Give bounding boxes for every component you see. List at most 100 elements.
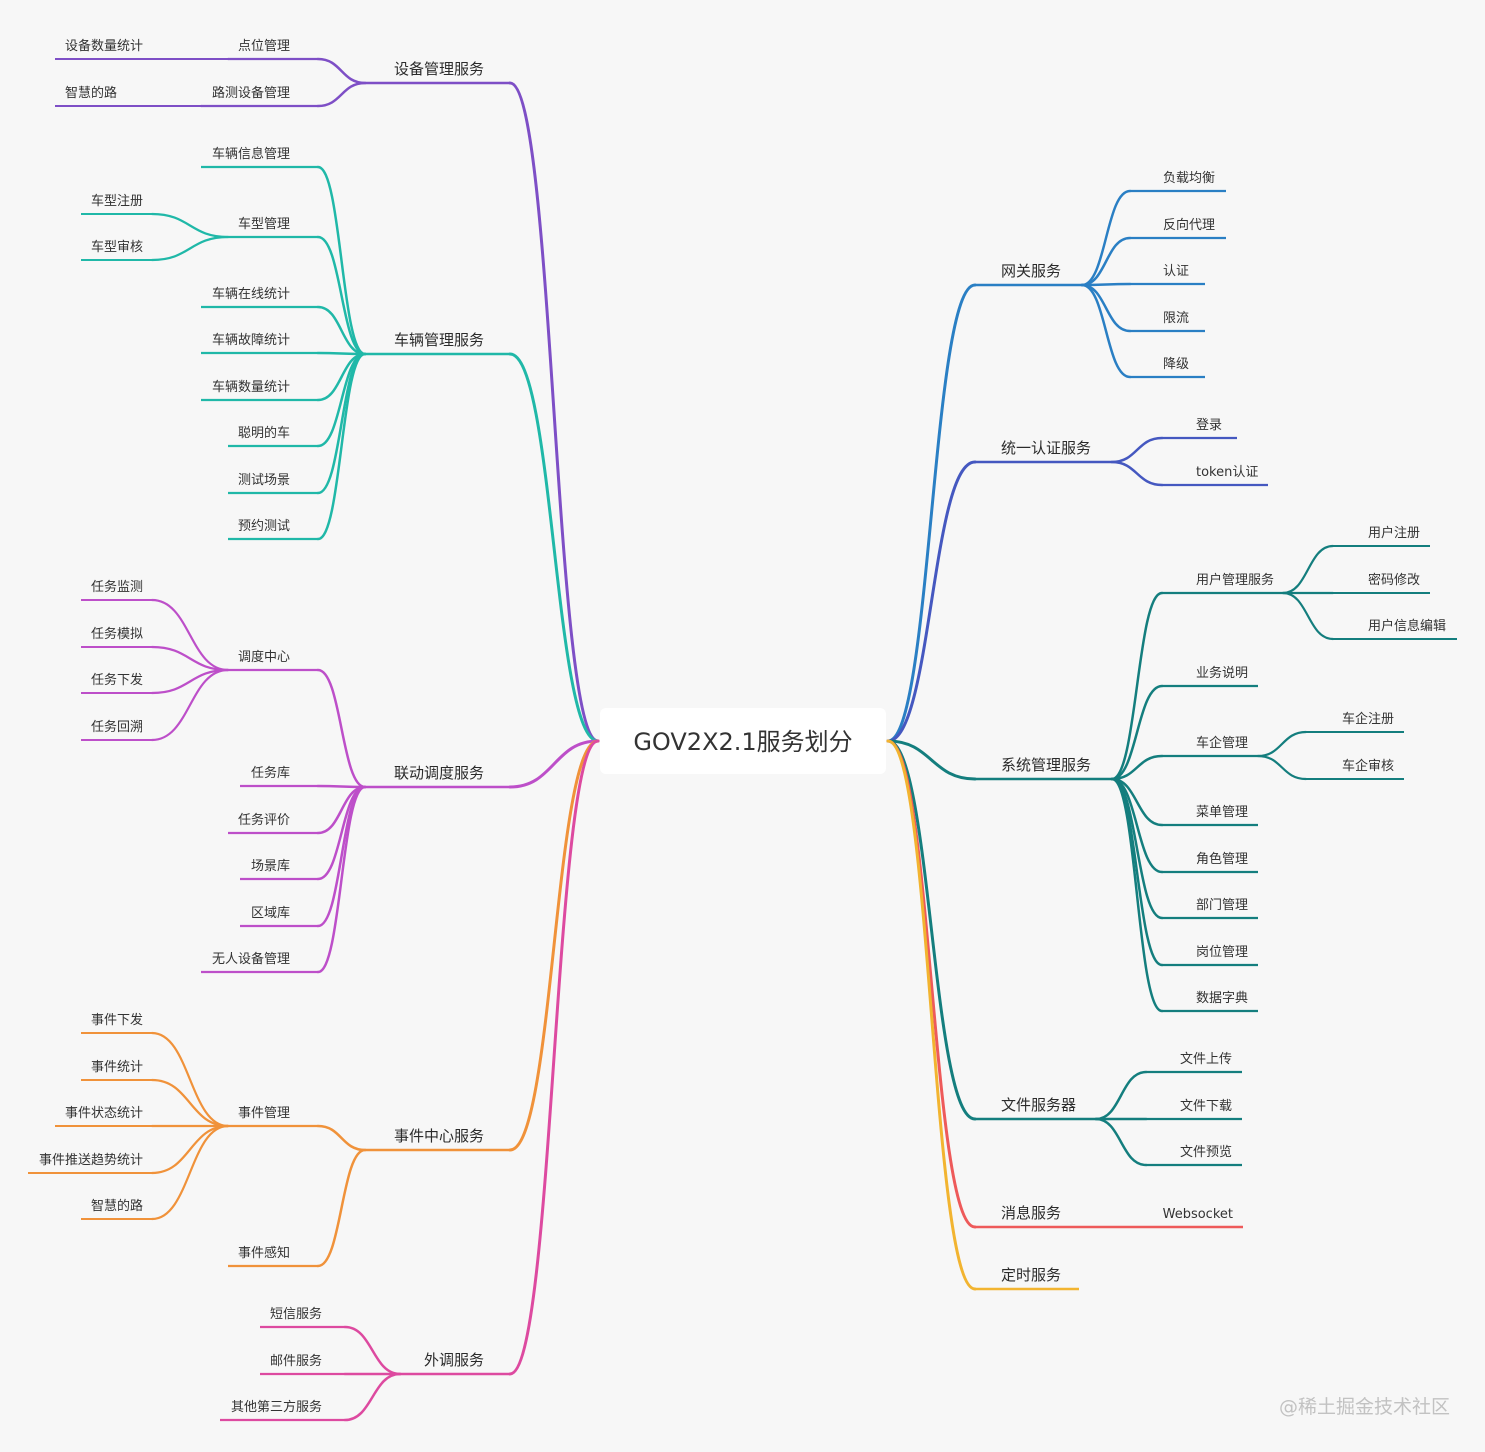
leaf-connector bbox=[150, 668, 230, 742]
sub-node-label[interactable]: 事件管理 bbox=[238, 1106, 290, 1121]
sub-node-label[interactable]: 文件上传 bbox=[1180, 1052, 1232, 1067]
main-branch-label[interactable]: 网关服务 bbox=[1001, 262, 1061, 280]
sub-node-label[interactable]: 登录 bbox=[1196, 418, 1222, 433]
sub-node-label[interactable]: 文件预览 bbox=[1180, 1144, 1232, 1160]
sub-node-label[interactable]: token认证 bbox=[1196, 465, 1258, 480]
leaf-node-label[interactable]: 事件下发 bbox=[91, 1012, 143, 1028]
sub-node-label[interactable]: 车辆故障统计 bbox=[212, 332, 290, 348]
main-branch-connector bbox=[886, 739, 977, 1291]
leaf-node-label[interactable]: 事件状态统计 bbox=[65, 1106, 143, 1121]
leaf-node-label[interactable]: 任务监测 bbox=[91, 579, 143, 595]
main-branch-connector bbox=[508, 739, 600, 1152]
sub-node-label[interactable]: 反向代理 bbox=[1163, 217, 1215, 233]
sub-branch-connector bbox=[1110, 754, 1164, 781]
sub-branch-connector bbox=[316, 352, 367, 448]
sub-branch-connector bbox=[316, 235, 367, 356]
root-node[interactable]: GOV2X2.1服务划分 bbox=[600, 708, 886, 774]
sub-node-label[interactable]: 部门管理 bbox=[1196, 898, 1248, 913]
leaf-connector bbox=[1281, 544, 1335, 595]
main-branch-label[interactable]: 定时服务 bbox=[1001, 1266, 1061, 1284]
leaf-connector bbox=[1256, 730, 1308, 758]
sub-branch-connector bbox=[1080, 189, 1132, 287]
sub-node-label[interactable]: 路测设备管理 bbox=[212, 85, 290, 101]
sub-node-label[interactable]: 聪明的车 bbox=[238, 425, 290, 441]
sub-node-label[interactable]: 任务评价 bbox=[238, 812, 290, 828]
sub-node-label[interactable]: 菜单管理 bbox=[1196, 805, 1248, 820]
sub-node-label[interactable]: 预约测试 bbox=[238, 519, 290, 534]
sub-node-label[interactable]: 无人设备管理 bbox=[212, 951, 290, 967]
main-branch-label[interactable]: 消息服务 bbox=[1001, 1204, 1061, 1222]
leaf-node-label[interactable]: 事件统计 bbox=[91, 1060, 143, 1075]
sub-branch-connector bbox=[1080, 282, 1132, 287]
sub-node-label[interactable]: 岗位管理 bbox=[1196, 945, 1248, 960]
leaf-connector bbox=[150, 1124, 230, 1175]
leaf-node-label[interactable]: 事件推送趋势统计 bbox=[39, 1152, 143, 1168]
sub-branch-connector bbox=[316, 351, 367, 356]
sub-branch-connector bbox=[343, 1325, 402, 1376]
sub-node-label[interactable]: 文件下载 bbox=[1180, 1099, 1232, 1114]
sub-node-label[interactable]: 调度中心 bbox=[238, 649, 290, 665]
main-branch-label[interactable]: 车辆管理服务 bbox=[394, 331, 484, 349]
sub-node-label[interactable]: 车辆在线统计 bbox=[212, 286, 290, 302]
sub-node-label[interactable]: 任务库 bbox=[251, 765, 290, 781]
sub-node-label[interactable]: 点位管理 bbox=[238, 39, 290, 54]
sub-node-label[interactable]: 车辆数量统计 bbox=[212, 379, 290, 395]
sub-node-label[interactable]: 短信服务 bbox=[270, 1306, 322, 1322]
connector-layer bbox=[28, 57, 1457, 1422]
sub-node-label[interactable]: 其他第三方服务 bbox=[231, 1399, 322, 1415]
main-branch-connector bbox=[886, 460, 977, 743]
sub-branch-connector bbox=[316, 165, 367, 356]
leaf-node-label[interactable]: 车型审核 bbox=[91, 239, 143, 255]
sub-node-label[interactable]: 业务说明 bbox=[1196, 665, 1248, 681]
main-branch-label[interactable]: 设备管理服务 bbox=[394, 60, 484, 78]
leaf-node-label[interactable]: 用户信息编辑 bbox=[1368, 618, 1446, 634]
leaf-node-label[interactable]: 用户注册 bbox=[1368, 525, 1420, 541]
sub-node-label[interactable]: 数据字典 bbox=[1196, 991, 1248, 1006]
sub-node-label[interactable]: 负载均衡 bbox=[1163, 171, 1215, 186]
main-branch-label[interactable]: 统一认证服务 bbox=[1001, 439, 1091, 457]
leaf-node-label[interactable]: 任务下发 bbox=[91, 672, 143, 688]
sub-node-label[interactable]: 区域库 bbox=[251, 905, 290, 921]
leaf-connector bbox=[150, 668, 230, 695]
leaf-node-label[interactable]: 智慧的路 bbox=[91, 1198, 143, 1214]
sub-node-label[interactable]: 限流 bbox=[1163, 311, 1189, 326]
sub-node-label[interactable]: 邮件服务 bbox=[270, 1353, 322, 1369]
main-branch-label[interactable]: 外调服务 bbox=[424, 1351, 484, 1369]
leaf-node-label[interactable]: 设备数量统计 bbox=[65, 38, 143, 54]
leaf-node-label[interactable]: 任务回溯 bbox=[91, 719, 143, 735]
sub-node-label[interactable]: 车辆信息管理 bbox=[212, 146, 290, 162]
sub-node-label[interactable]: 认证 bbox=[1163, 264, 1189, 279]
sub-node-label[interactable]: 用户管理服务 bbox=[1196, 572, 1274, 588]
sub-branch-connector bbox=[1094, 1070, 1148, 1121]
leaf-connector bbox=[1256, 754, 1308, 781]
leaf-node-label[interactable]: 车型注册 bbox=[91, 193, 143, 209]
leaf-connector bbox=[150, 645, 230, 672]
sub-branch-connector bbox=[316, 784, 367, 789]
sub-branch-connector bbox=[1080, 283, 1132, 333]
leaf-node-label[interactable]: 智慧的路 bbox=[65, 85, 117, 101]
sub-node-label[interactable]: 测试场景 bbox=[238, 473, 290, 488]
leaf-node-label[interactable]: 车企审核 bbox=[1342, 758, 1394, 774]
sub-node-label[interactable]: Websocket bbox=[1163, 1207, 1233, 1222]
leaf-connector bbox=[150, 1124, 230, 1221]
sub-branch-connector bbox=[316, 305, 367, 356]
sub-node-label[interactable]: 场景库 bbox=[251, 858, 290, 874]
root-node-box bbox=[600, 708, 886, 774]
sub-node-label[interactable]: 车企管理 bbox=[1196, 735, 1248, 751]
sub-node-label[interactable]: 角色管理 bbox=[1196, 851, 1248, 867]
leaf-node-label[interactable]: 任务模拟 bbox=[91, 626, 143, 642]
main-branch-label[interactable]: 文件服务器 bbox=[1001, 1096, 1076, 1114]
main-branch-label[interactable]: 系统管理服务 bbox=[1001, 756, 1091, 774]
sub-node-label[interactable]: 车型管理 bbox=[238, 216, 290, 232]
main-branch-connector bbox=[886, 739, 977, 1121]
sub-node-label[interactable]: 降级 bbox=[1163, 357, 1189, 372]
leaf-node-label[interactable]: 密码修改 bbox=[1368, 572, 1420, 588]
sub-branch-connector bbox=[1110, 777, 1164, 874]
sub-branch-connector bbox=[316, 1124, 367, 1152]
main-branch-connector bbox=[886, 739, 977, 1229]
main-branch-label[interactable]: 事件中心服务 bbox=[394, 1127, 484, 1145]
sub-branch-connector bbox=[343, 1372, 402, 1422]
main-branch-label[interactable]: 联动调度服务 bbox=[394, 764, 484, 782]
sub-node-label[interactable]: 事件感知 bbox=[238, 1245, 290, 1261]
leaf-node-label[interactable]: 车企注册 bbox=[1342, 711, 1394, 727]
